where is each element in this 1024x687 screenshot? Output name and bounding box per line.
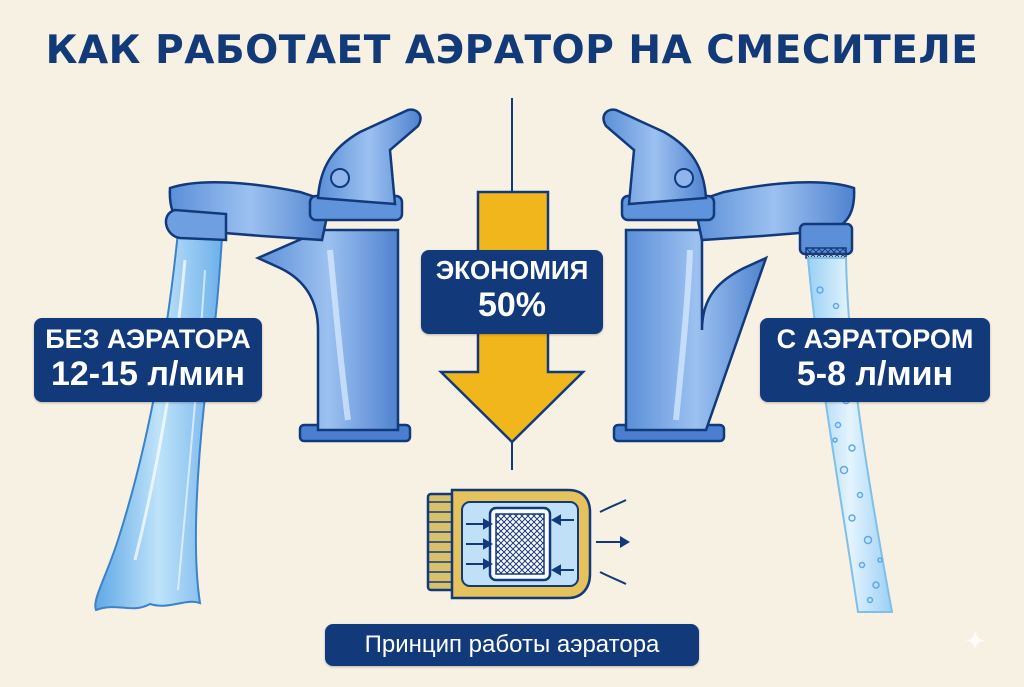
without-aerator-flow: 12-15 л/мин [50, 355, 246, 394]
savings-label: ЭКОНОМИЯ 50% [421, 250, 603, 334]
aerator-diagram [426, 488, 630, 600]
without-aerator-caption: БЕЗ АЭРАТОРА [45, 324, 251, 354]
aerator-principle-label: Принцип работы аэратора [325, 624, 699, 666]
with-aerator-label: С АЭРАТОРОМ 5-8 л/мин [760, 318, 990, 402]
with-aerator-flow: 5-8 л/мин [796, 355, 954, 394]
savings-percent: 50% [477, 285, 547, 324]
faucet-left [164, 108, 422, 443]
savings-caption: ЭКОНОМИЯ [435, 255, 589, 285]
without-aerator-label: БЕЗ АЭРАТОРА 12-15 л/мин [34, 318, 262, 402]
page-title: КАК РАБОТАЕТ АЭРАТОР НА СМЕСИТЕЛЕ [45, 28, 979, 73]
sparkle-icon: ✦ [964, 626, 986, 656]
faucet-right [602, 108, 856, 443]
with-aerator-caption: С АЭРАТОРОМ [776, 324, 974, 354]
